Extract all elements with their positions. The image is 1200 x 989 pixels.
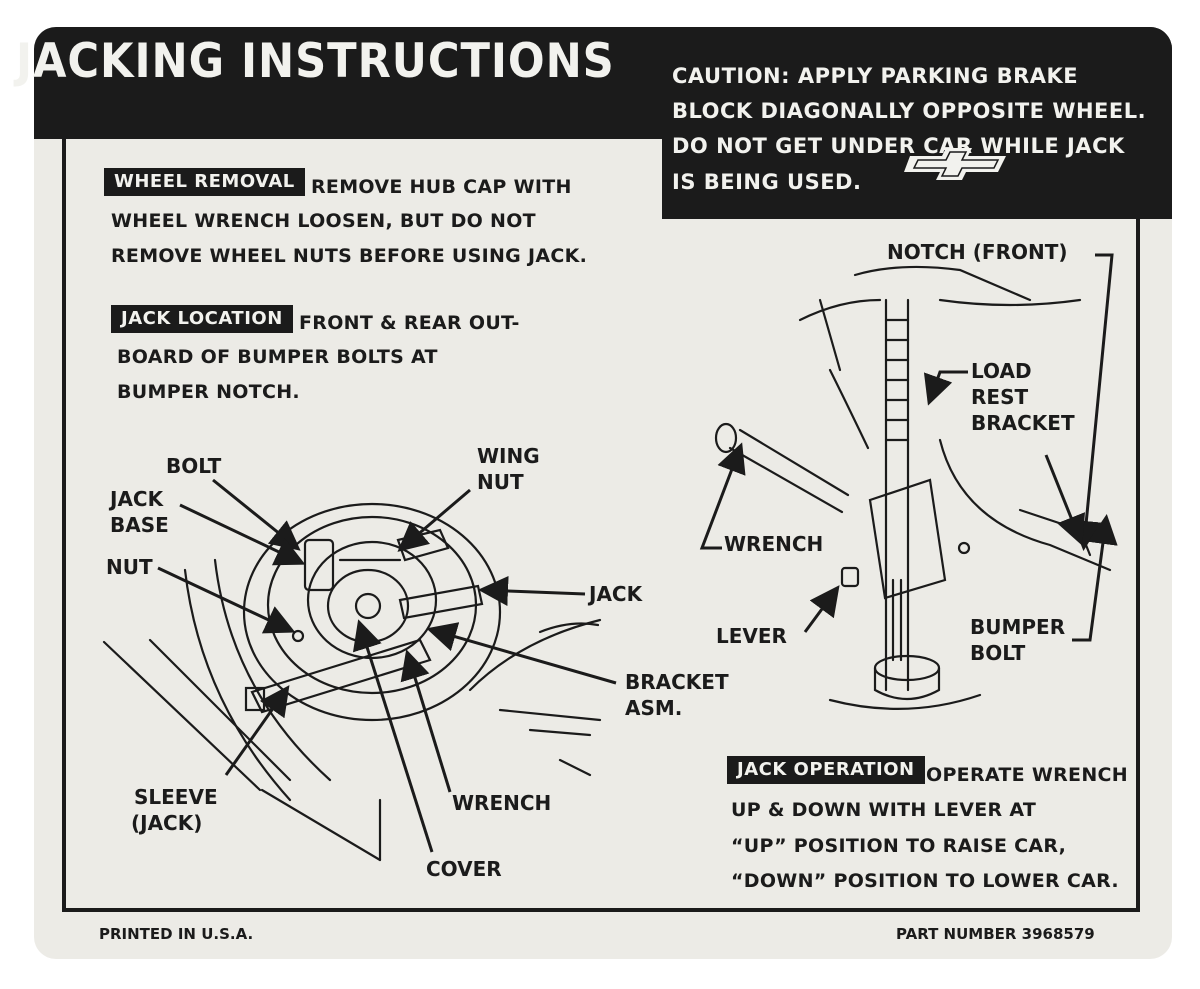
label-sleeve-1: SLEEVE <box>134 785 218 809</box>
right-diagram-leaders <box>699 253 1118 642</box>
label-bracket-asm-1: BRACKET <box>625 670 729 694</box>
content-frame <box>62 139 1140 912</box>
label-cover: COVER <box>426 857 502 881</box>
label-wrench-left: WRENCH <box>452 791 552 815</box>
label-sleeve-2: (JACK) <box>131 811 203 835</box>
jack-location-tag: JACK LOCATION <box>111 305 293 333</box>
jack-location-line-1: FRONT & REAR OUT- <box>299 312 520 334</box>
jack-location-line-3: BUMPER NOTCH. <box>117 381 300 403</box>
label-wing-nut-1: WING <box>477 444 540 468</box>
bowtie-emblem-icon <box>904 148 1006 180</box>
label-wrench-right: WRENCH <box>724 532 824 556</box>
part-number: PART NUMBER 3968579 <box>896 925 1095 943</box>
label-jack: JACK <box>589 582 643 606</box>
label-bracket-asm-2: ASM. <box>625 696 683 720</box>
label-jack-base-1: JACK <box>110 487 164 511</box>
wheel-removal-line-2: WHEEL WRENCH LOOSEN, BUT DO NOT <box>111 210 536 232</box>
jack-operation-line-3: “UP” POSITION TO RAISE CAR, <box>731 835 1067 857</box>
label-bumper-bolt-1: BUMPER <box>970 615 1066 639</box>
label-load-rest-bracket-2: REST <box>971 385 1029 409</box>
caution-block <box>662 27 1172 219</box>
caution-line-4: IS BEING USED. <box>672 170 862 194</box>
label-load-rest-bracket-3: BRACKET <box>971 411 1075 435</box>
page-title: JACKING INSTRUCTIONS <box>16 34 615 89</box>
jack-operation-tag: JACK OPERATION <box>727 756 925 784</box>
jack-operation-line-4: “DOWN” POSITION TO LOWER CAR. <box>731 870 1119 892</box>
jack-operation-line-1: OPERATE WRENCH <box>926 764 1128 786</box>
label-lever: LEVER <box>716 624 787 648</box>
printed-in-usa: PRINTED IN U.S.A. <box>99 925 254 943</box>
right-diagram <box>714 265 1112 710</box>
jack-operation-line-2: UP & DOWN WITH LEVER AT <box>731 799 1037 821</box>
label-jack-base-2: BASE <box>110 513 169 537</box>
jack-location-line-2: BOARD OF BUMPER BOLTS AT <box>117 346 438 368</box>
label-wing-nut-2: NUT <box>477 470 524 494</box>
label-nut: NUT <box>106 555 153 579</box>
caution-line-2: BLOCK DIAGONALLY OPPOSITE WHEEL. <box>672 99 1147 123</box>
wheel-removal-line-3: REMOVE WHEEL NUTS BEFORE USING JACK. <box>111 245 588 267</box>
caution-line-3: DO NOT GET UNDER CAR WHILE JACK <box>672 134 1125 158</box>
label-bolt: BOLT <box>166 454 222 478</box>
wheel-removal-line-1: REMOVE HUB CAP WITH <box>311 176 572 198</box>
label-bumper-bolt-2: BOLT <box>970 641 1026 665</box>
caution-line-1: CAUTION: APPLY PARKING BRAKE <box>672 64 1079 88</box>
label-load-rest-bracket-1: LOAD <box>971 359 1032 383</box>
left-diagram-leaders <box>157 478 617 853</box>
label-notch-front: NOTCH (FRONT) <box>887 240 1068 264</box>
wheel-removal-tag: WHEEL REMOVAL <box>104 168 305 196</box>
